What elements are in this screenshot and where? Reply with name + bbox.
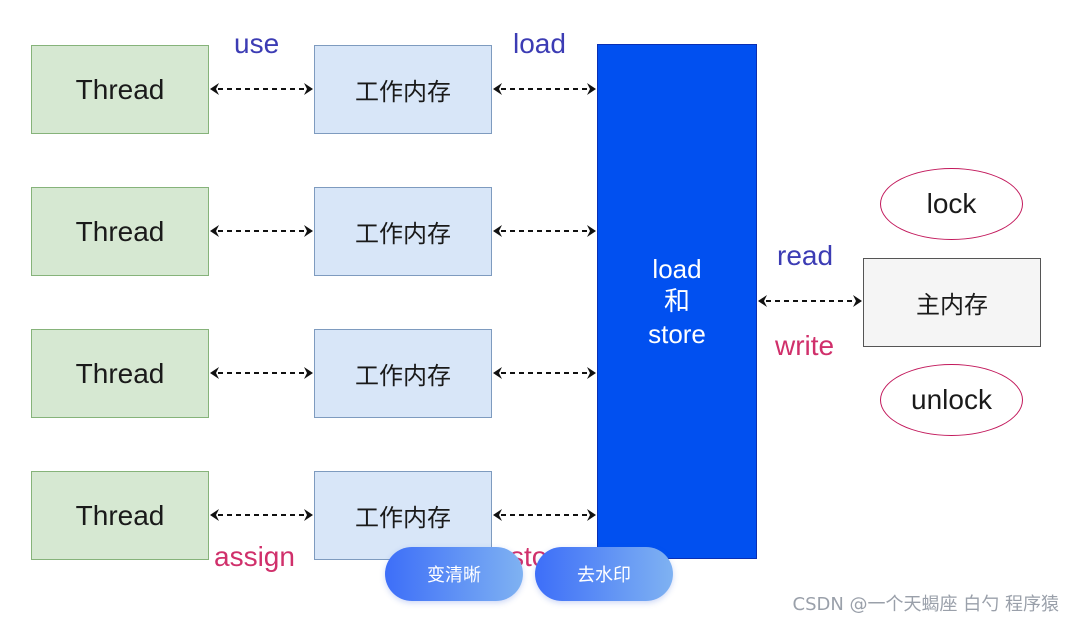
- remove-watermark-button[interactable]: 去水印: [535, 547, 673, 601]
- thread-box-2: Thread: [31, 187, 209, 276]
- thread-work-arrow-2-left-head: [210, 225, 219, 237]
- thread-label: Thread: [75, 73, 165, 105]
- work-bus-arrow-2-left-head: [493, 225, 502, 237]
- unlock-ellipse: unlock: [880, 364, 1023, 436]
- load-label: load: [513, 28, 566, 59]
- bus-main-arrow-left-head: [758, 295, 767, 307]
- thread-label: Thread: [75, 357, 165, 389]
- work-bus-arrow-1-left-head: [493, 83, 502, 95]
- unlock-label: unlock: [911, 384, 992, 415]
- thread-work-arrow-2-right-head: [304, 225, 313, 237]
- work-memory-label: 工作内存: [355, 504, 451, 532]
- main-memory-box: 主内存: [863, 258, 1041, 347]
- work-memory-box-2: 工作内存: [314, 187, 492, 276]
- bus-main-arrow-right-head: [853, 295, 862, 307]
- bus-label-load: load: [652, 253, 702, 284]
- bus-label-store: store: [648, 318, 706, 349]
- thread-box-4: Thread: [31, 471, 209, 560]
- load-store-bus: load 和 store: [597, 44, 757, 559]
- lock-ellipse: lock: [880, 168, 1023, 240]
- work-bus-arrow-4-right-head: [587, 509, 596, 521]
- enhance-button[interactable]: 变清晰: [385, 547, 523, 601]
- thread-work-arrow-3-left-head: [210, 367, 219, 379]
- watermark-text: CSDN @一个天蝎座 白勺 程序猿: [792, 594, 1059, 615]
- work-bus-arrow-4-left-head: [493, 509, 502, 521]
- thread-work-arrow-3-right-head: [304, 367, 313, 379]
- bus-label-and: 和: [663, 286, 690, 317]
- thread-label: Thread: [75, 215, 165, 247]
- work-memory-label: 工作内存: [355, 220, 451, 248]
- assign-label: assign: [214, 541, 295, 572]
- thread-work-arrow-4-right-head: [304, 509, 313, 521]
- work-memory-box-3: 工作内存: [314, 329, 492, 418]
- thread-work-arrow-1-left-head: [210, 83, 219, 95]
- work-memory-box-4: 工作内存: [314, 471, 492, 560]
- main-memory-label: 主内存: [916, 291, 988, 319]
- work-memory-box-1: 工作内存: [314, 45, 492, 134]
- read-label: read: [777, 240, 834, 271]
- work-bus-arrow-3-right-head: [587, 367, 596, 379]
- work-bus-arrow-1-right-head: [587, 83, 596, 95]
- work-memory-label: 工作内存: [355, 362, 451, 390]
- thread-work-arrow-1-right-head: [304, 83, 313, 95]
- work-memory-label: 工作内存: [355, 78, 451, 106]
- use-label: use: [234, 28, 280, 59]
- thread-label: Thread: [75, 499, 165, 531]
- thread-box-3: Thread: [31, 329, 209, 418]
- thread-box-1: Thread: [31, 45, 209, 134]
- thread-work-arrow-4-left-head: [210, 509, 219, 521]
- work-bus-arrow-2-right-head: [587, 225, 596, 237]
- write-label: write: [775, 330, 835, 361]
- lock-label: lock: [926, 188, 977, 219]
- work-bus-arrow-3-left-head: [493, 367, 502, 379]
